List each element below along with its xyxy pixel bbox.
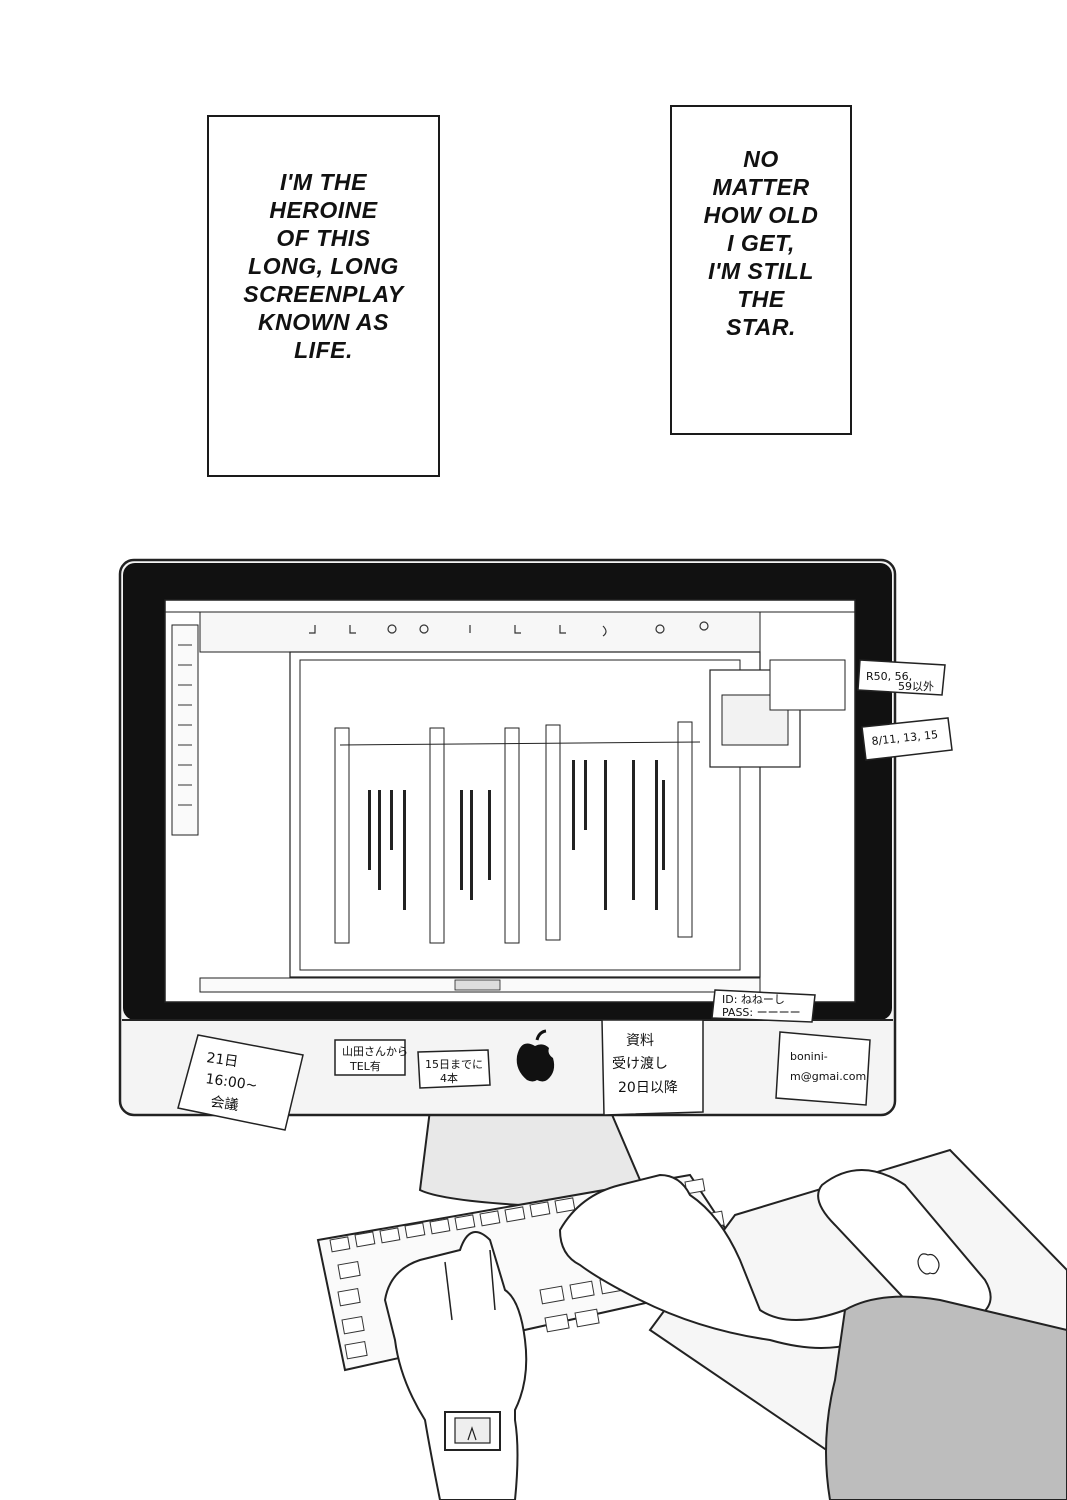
caption-box-right: NO MATTER HOW OLD I GET, I'M STILL THE S… [670,105,852,435]
note-call-line-2: TEL有 [349,1059,381,1073]
sticky-note-id-pass: ID: ねねーし PASS: ーーーー [711,989,816,1023]
sticky-note-right-2: 8/11, 13, 15 [861,717,953,761]
note-meeting-line-3: 会議 [209,1093,239,1114]
note-meeting-line-2: 16:00~ [204,1071,258,1094]
sticky-note-right-1: R50, 56, 59以外 [857,659,946,696]
note-right-1-line-1: R50, 56, [866,670,912,683]
note-materials-line-2: 受け渡し [612,1056,668,1072]
app-toolbar [199,611,761,653]
note-email-line-2: m@gmai.com [790,1070,866,1083]
sticky-note-email: bonini- m@gmai.com [775,1031,871,1106]
caption-text-left: I'M THE HEROINE OF THIS LONG, LONG SCREE… [243,169,404,363]
note-meeting-line-1: 21日 [205,1050,239,1070]
tool-palette [171,624,199,836]
apple-logo-icon [516,1029,555,1082]
sleeve [825,1295,1067,1500]
note-id-line-1: ID: ねねーし [722,993,785,1006]
document-page [299,659,741,971]
note-15-line-2: 4本 [440,1071,458,1085]
sticky-note-materials: 資料 受け渡し 20日以降 [601,1019,704,1116]
note-materials-line-3: 20日以降 [618,1080,678,1096]
note-id-line-2: PASS: ーーーー [722,1006,801,1019]
sticky-note-call: 山田さんから TEL有 [334,1039,408,1076]
apple-logo-icon [917,1253,940,1275]
panel-window [769,659,846,711]
sticky-note-meeting: 21日 16:00~ 会議 [177,1034,304,1131]
note-15-line-1: 15日までに [425,1058,483,1071]
note-email-line-1: bonini- [790,1050,828,1063]
right-hand [558,1173,1067,1500]
caption-box-left: I'M THE HEROINE OF THIS LONG, LONG SCREE… [207,115,440,477]
scroll-thumb [454,979,501,991]
caption-text-right: NO MATTER HOW OLD I GET, I'M STILL THE S… [703,145,819,340]
note-call-line-1: 山田さんから [342,1045,408,1058]
note-right-1-line-2: 59以外 [898,680,934,693]
left-hand [383,1231,528,1500]
note-materials-line-1: 資料 [626,1033,654,1049]
sticky-note-15: 15日までに 4本 [417,1049,491,1089]
